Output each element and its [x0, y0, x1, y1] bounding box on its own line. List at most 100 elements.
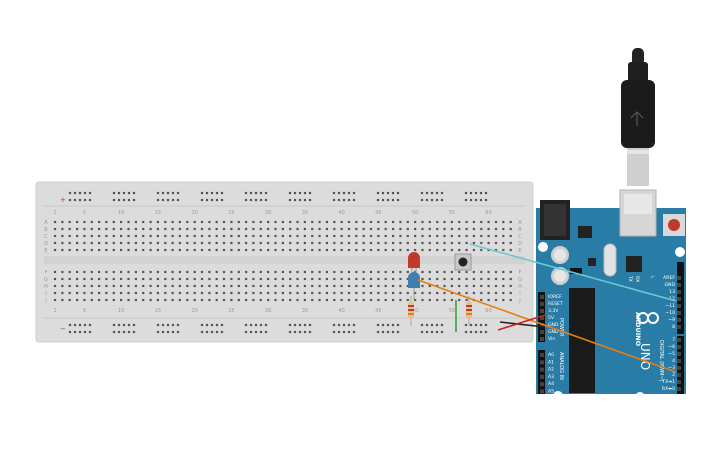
breadboard-hole[interactable] — [83, 234, 86, 238]
rail-hole[interactable] — [391, 191, 395, 195]
rail-hole[interactable] — [425, 198, 429, 202]
breadboard-hole[interactable] — [421, 248, 424, 252]
breadboard-hole[interactable] — [494, 234, 498, 238]
breadboard-hole[interactable] — [200, 227, 204, 231]
breadboard-hole[interactable] — [362, 220, 365, 224]
rail-hole[interactable] — [78, 191, 82, 195]
breadboard-hole[interactable] — [289, 270, 292, 274]
breadboard-hole[interactable] — [443, 277, 446, 281]
breadboard-hole[interactable] — [267, 277, 270, 281]
breadboard-hole[interactable] — [230, 291, 233, 295]
breadboard-hole[interactable] — [98, 284, 101, 288]
rail-hole[interactable] — [479, 191, 483, 195]
breadboard-hole[interactable] — [333, 270, 336, 274]
breadboard-holes[interactable] — [53, 220, 512, 302]
breadboard-hole[interactable] — [222, 284, 226, 288]
breadboard-hole[interactable] — [112, 277, 115, 281]
header-pin[interactable] — [540, 389, 544, 394]
breadboard-hole[interactable] — [355, 220, 358, 224]
breadboard-hole[interactable] — [487, 227, 490, 231]
breadboard-hole[interactable] — [392, 241, 395, 245]
breadboard-hole[interactable] — [494, 270, 498, 274]
breadboard-hole[interactable] — [134, 298, 137, 302]
breadboard-hole[interactable] — [134, 241, 137, 245]
breadboard-hole[interactable] — [76, 220, 79, 224]
rail-hole[interactable] — [484, 330, 488, 334]
breadboard-hole[interactable] — [98, 291, 101, 295]
rail-hole[interactable] — [337, 191, 341, 195]
breadboard-hole[interactable] — [252, 248, 255, 252]
breadboard-hole[interactable] — [259, 227, 262, 231]
breadboard-hole[interactable] — [245, 277, 248, 281]
rail-hole[interactable] — [352, 330, 356, 334]
breadboard-hole[interactable] — [142, 270, 145, 274]
breadboard-hole[interactable] — [465, 284, 468, 288]
rail-hole[interactable] — [469, 330, 473, 334]
breadboard-hole[interactable] — [369, 284, 373, 288]
breadboard-hole[interactable] — [347, 291, 351, 295]
breadboard-hole[interactable] — [406, 248, 409, 252]
breadboard-hole[interactable] — [289, 220, 292, 224]
breadboard-hole[interactable] — [494, 277, 498, 281]
breadboard-hole[interactable] — [472, 277, 475, 281]
breadboard-hole[interactable] — [362, 234, 365, 238]
breadboard-hole[interactable] — [399, 241, 402, 245]
rail-hole[interactable] — [337, 330, 341, 334]
breadboard-hole[interactable] — [472, 248, 475, 252]
breadboard-hole[interactable] — [487, 277, 490, 281]
breadboard-hole[interactable] — [436, 248, 439, 252]
header-pin[interactable] — [677, 373, 681, 377]
breadboard-hole[interactable] — [325, 248, 328, 252]
rail-hole[interactable] — [479, 330, 483, 334]
header-pin[interactable] — [677, 380, 681, 384]
rail-hole[interactable] — [171, 330, 175, 334]
breadboard-hole[interactable] — [502, 298, 505, 302]
breadboard-hole[interactable] — [156, 291, 159, 295]
breadboard-hole[interactable] — [53, 234, 57, 238]
breadboard-hole[interactable] — [112, 234, 115, 238]
breadboard-hole[interactable] — [296, 227, 299, 231]
rail-hole[interactable] — [332, 198, 336, 202]
breadboard-hole[interactable] — [355, 241, 358, 245]
breadboard-hole[interactable] — [325, 291, 328, 295]
arduino-uno-board[interactable]: ARDUINO UNO POWER ANALOG IN DIGITAL (PWM… — [536, 189, 686, 402]
breadboard-hole[interactable] — [414, 241, 417, 245]
breadboard-hole[interactable] — [443, 270, 446, 274]
breadboard-hole[interactable] — [333, 248, 336, 252]
breadboard-hole[interactable] — [259, 270, 262, 274]
breadboard-hole[interactable] — [362, 227, 365, 231]
breadboard-hole[interactable] — [487, 291, 490, 295]
breadboard-hole[interactable] — [222, 277, 226, 281]
breadboard-hole[interactable] — [230, 277, 233, 281]
breadboard-hole[interactable] — [230, 227, 233, 231]
breadboard-hole[interactable] — [450, 270, 453, 274]
breadboard-hole[interactable] — [296, 284, 299, 288]
rail-hole[interactable] — [210, 330, 214, 334]
breadboard-hole[interactable] — [164, 298, 167, 302]
breadboard-hole[interactable] — [355, 270, 358, 274]
rail-hole[interactable] — [396, 191, 400, 195]
header-pin[interactable] — [677, 345, 681, 349]
breadboard-hole[interactable] — [303, 248, 306, 252]
rail-hole[interactable] — [430, 198, 434, 202]
breadboard-hole[interactable] — [406, 284, 409, 288]
breadboard-hole[interactable] — [53, 277, 57, 281]
rail-hole[interactable] — [259, 198, 263, 202]
breadboard-hole[interactable] — [384, 227, 387, 231]
breadboard-hole[interactable] — [112, 298, 115, 302]
breadboard-hole[interactable] — [134, 220, 137, 224]
breadboard-hole[interactable] — [289, 227, 292, 231]
breadboard-hole[interactable] — [369, 291, 373, 295]
header-pin[interactable] — [540, 302, 544, 306]
breadboard-hole[interactable] — [178, 220, 181, 224]
rail-hole[interactable] — [264, 323, 268, 327]
breadboard-hole[interactable] — [472, 227, 475, 231]
breadboard-hole[interactable] — [259, 241, 262, 245]
rail-hole[interactable] — [386, 323, 390, 327]
breadboard-hole[interactable] — [347, 270, 351, 274]
breadboard-hole[interactable] — [134, 291, 137, 295]
breadboard-hole[interactable] — [267, 241, 270, 245]
breadboard-hole[interactable] — [200, 270, 204, 274]
breadboard-hole[interactable] — [127, 227, 130, 231]
